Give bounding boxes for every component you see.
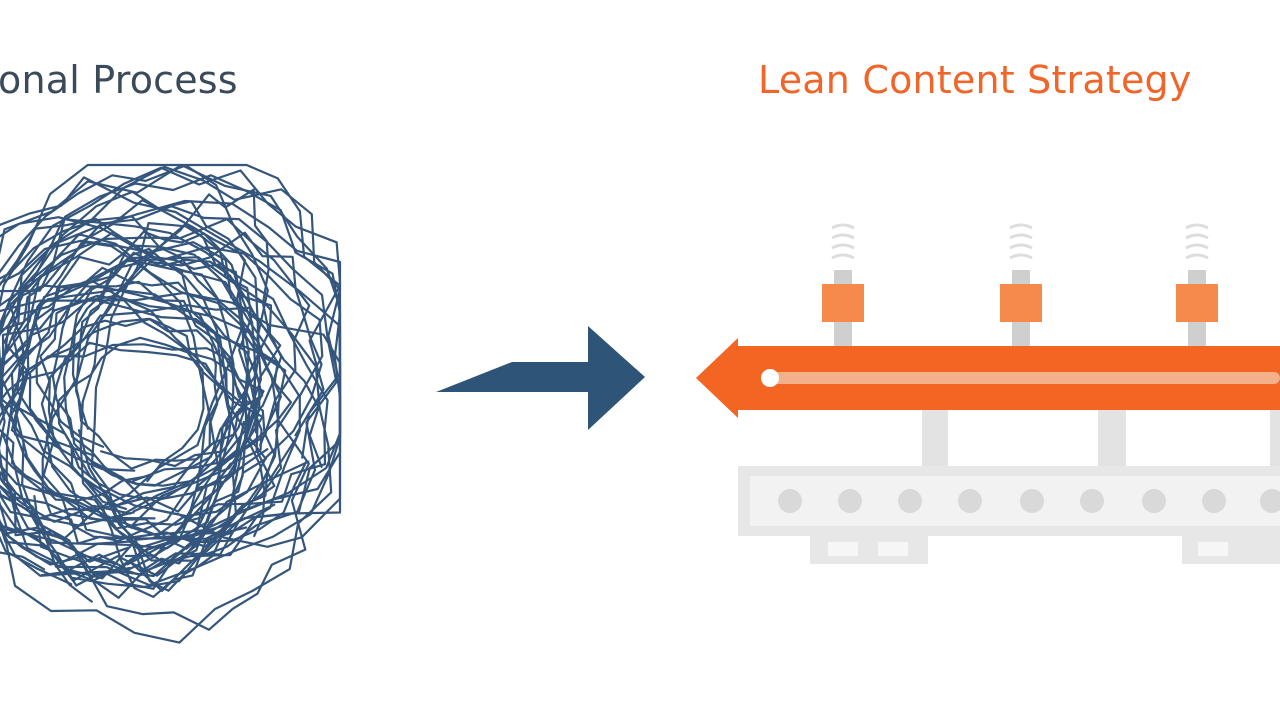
- scribble-loop: [42, 231, 323, 540]
- roller: [958, 489, 982, 513]
- scribble-loop: [0, 233, 310, 631]
- orange-arrow-left-icon: [696, 338, 1280, 418]
- scribble-loop: [0, 343, 265, 522]
- press-station: [1176, 223, 1218, 346]
- roller: [778, 489, 802, 513]
- scribble-loop: [0, 297, 287, 566]
- right-panel-title: Lean Content Strategy: [758, 58, 1192, 102]
- scribble-loop: [0, 294, 225, 582]
- scribble-loop: [63, 230, 253, 487]
- scribble-loop: [0, 176, 342, 548]
- left-panel-title: onal Process: [0, 58, 238, 102]
- scribble-loop: [15, 174, 342, 562]
- roller: [838, 489, 862, 513]
- scribble-loop: [0, 199, 260, 576]
- press-stations: [822, 223, 1218, 346]
- scribble-loop: [56, 336, 276, 540]
- tangled-scribble-icon: [0, 163, 342, 644]
- scribble-loop: [3, 218, 329, 518]
- scribble-loop: [0, 295, 293, 482]
- scribble-loop: [0, 165, 342, 565]
- roller: [1142, 489, 1166, 513]
- scribble-loop: [0, 317, 205, 502]
- roller: [1080, 489, 1104, 513]
- scribble-loop: [0, 218, 311, 527]
- scribble-loop: [0, 288, 276, 589]
- conveyor-line-illustration: [696, 223, 1280, 564]
- scribble-loop: [0, 205, 338, 592]
- scribble-loop: [0, 163, 342, 587]
- scribble-loop: [0, 215, 250, 564]
- conveyor-rollers: [778, 489, 1280, 513]
- scribble-loop: [12, 280, 266, 550]
- roller: [898, 489, 922, 513]
- roller: [1202, 489, 1226, 513]
- scribble-loop: [8, 166, 342, 548]
- scribble-loop: [34, 266, 257, 468]
- press-station: [1000, 223, 1042, 346]
- roller: [1260, 489, 1280, 513]
- arrow-right-icon: [436, 326, 645, 430]
- conveyor-frame: [738, 408, 1280, 564]
- press-station: [822, 223, 864, 346]
- scribble-loop: [0, 231, 333, 644]
- roller: [1020, 489, 1044, 513]
- scribble-loop: [0, 164, 269, 580]
- scribble-loop: [39, 280, 247, 500]
- scribble-loop: [0, 163, 342, 582]
